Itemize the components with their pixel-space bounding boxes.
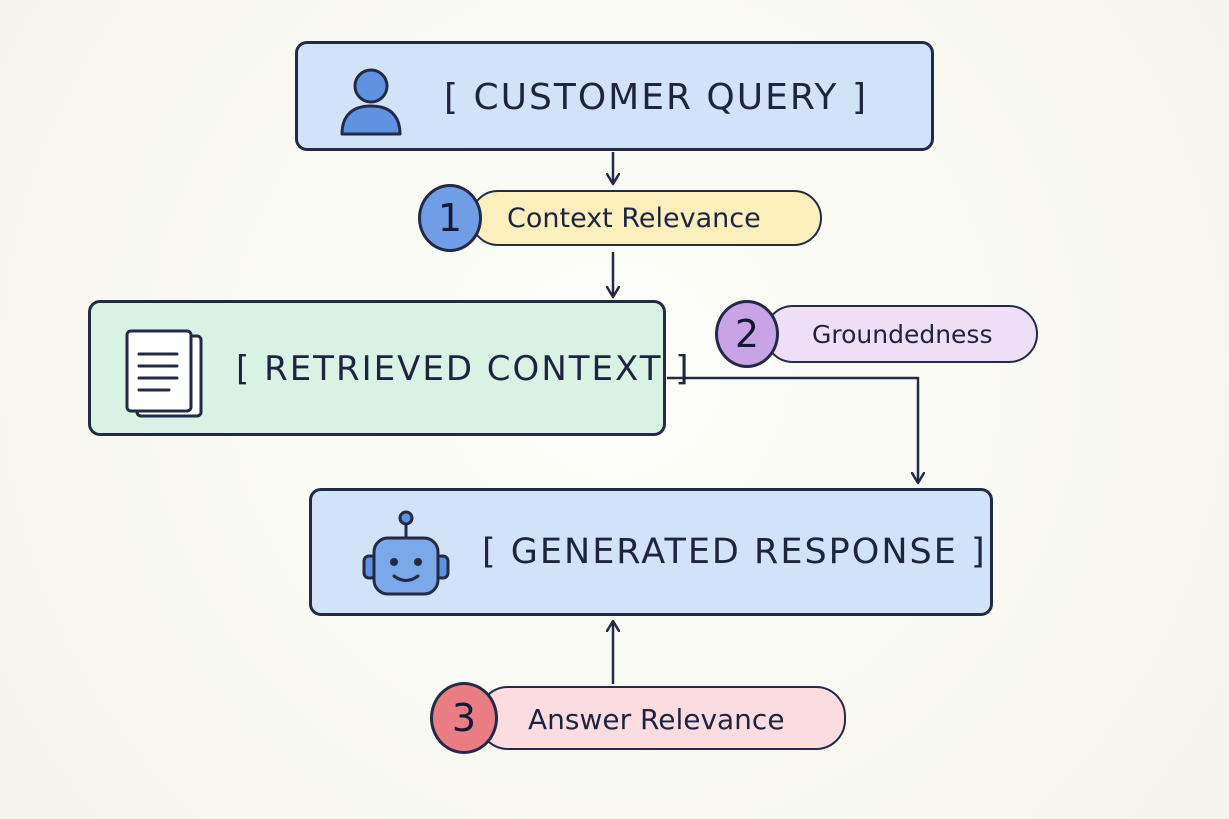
customer-query-label: [ CUSTOMER QUERY ] — [444, 77, 869, 118]
retrieved-context-node: [ RETRIEVED CONTEXT ] — [88, 300, 689, 436]
groundedness-pill: Groundedness — [764, 305, 1038, 363]
arrow-context-to-response — [667, 376, 918, 482]
answer-relevance-pill: Answer Relevance — [478, 686, 846, 750]
user-icon — [336, 64, 406, 140]
generated-response-label: [ GENERATED RESPONSE ] — [482, 532, 987, 572]
generated-response-node: [ GENERATED RESPONSE ] — [309, 488, 993, 616]
robot-icon — [356, 508, 456, 606]
retrieved-context-label: [ RETRIEVED CONTEXT ] — [236, 349, 691, 389]
metric-badge-1: 1 — [418, 184, 482, 252]
context-relevance-pill: Context Relevance — [470, 190, 822, 246]
context-relevance-label: Context Relevance — [507, 203, 761, 234]
document-icon — [119, 328, 211, 424]
metric-badge-2: 2 — [715, 300, 779, 368]
groundedness-label: Groundedness — [812, 320, 993, 349]
answer-relevance-label: Answer Relevance — [528, 703, 785, 736]
customer-query-node: [ CUSTOMER QUERY ] — [295, 41, 934, 151]
metric-badge-3: 3 — [430, 682, 498, 754]
